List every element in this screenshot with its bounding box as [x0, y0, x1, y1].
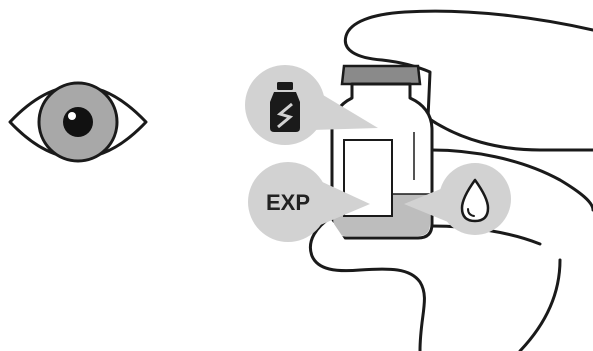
expiry-label: EXP: [266, 190, 310, 215]
eye-icon: [10, 83, 146, 161]
vial-cap: [342, 66, 420, 84]
eye-pupil: [63, 107, 93, 137]
eye-highlight: [68, 112, 76, 120]
